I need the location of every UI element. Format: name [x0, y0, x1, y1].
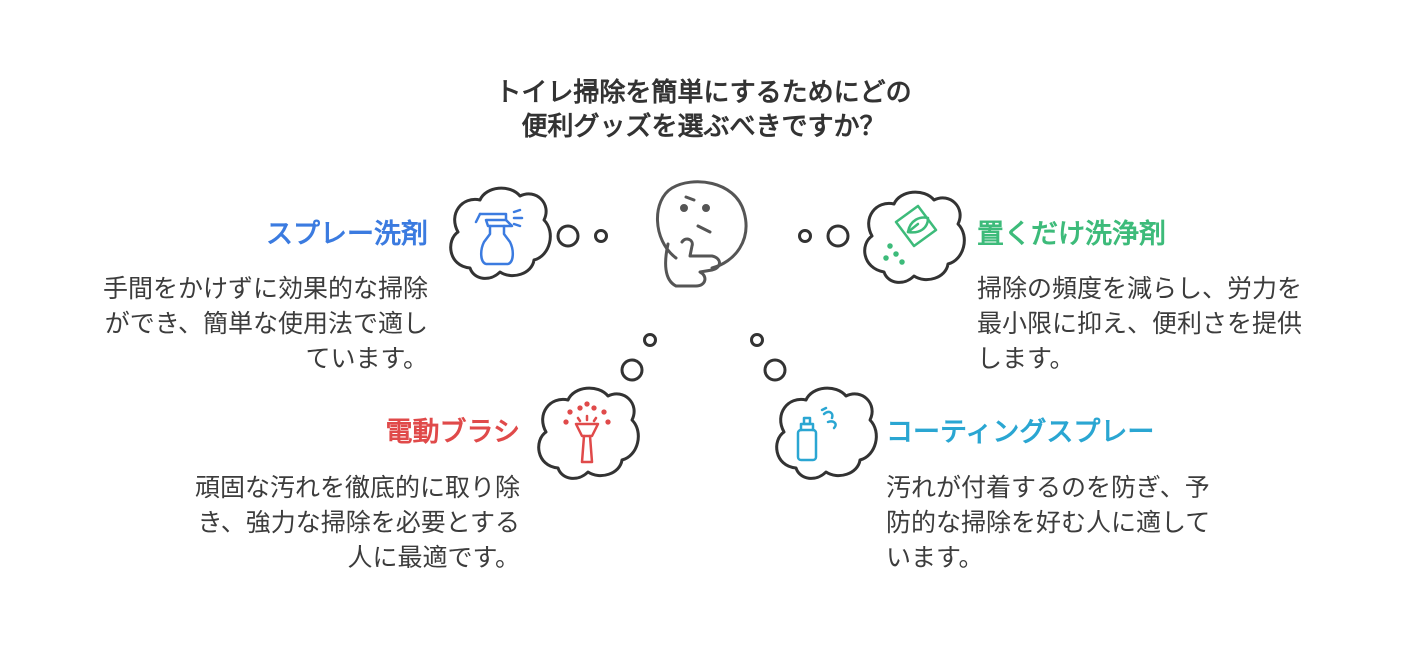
- desc-line: 防的な掃除を好む人に適して: [886, 508, 1211, 537]
- heading-spray-detergent: スプレー洗剤: [266, 219, 428, 250]
- desc-line: 手間をかけずに効果的な掃除: [102, 274, 428, 303]
- aerosol-can-icon: [796, 406, 837, 462]
- desc-line: います。: [886, 543, 984, 572]
- desc-electric-brush: 頑固な汚れを徹底的に取り除 き、強力な掃除を必要とする 人に最適です。: [195, 470, 520, 575]
- heading-electric-brush: 電動ブラシ: [385, 417, 520, 448]
- thinking-face-icon: [656, 180, 748, 288]
- desc-line: 最小限に抑え、便利さを提供: [977, 309, 1303, 338]
- desc-line: 掃除の頻度を減らし、労力を: [977, 274, 1303, 303]
- desc-line: します。: [977, 344, 1075, 373]
- electric-brush-icon: [563, 401, 611, 464]
- cloud-spray: [449, 186, 552, 280]
- leaf-packet-icon: [883, 204, 938, 265]
- desc-line: 人に最適です。: [347, 543, 520, 572]
- desc-line: ができ、簡単な使用法で適し: [104, 309, 428, 338]
- desc-line: 汚れが付着するのを防ぎ、予: [886, 473, 1210, 502]
- cloud-placer: [863, 190, 966, 284]
- desc-spray-detergent: 手間をかけずに効果的な掃除 ができ、簡単な使用法で適し ています。: [103, 271, 428, 376]
- desc-coating-spray: 汚れが付着するのを防ぎ、予 防的な掃除を好む人に適して います。: [886, 470, 1210, 575]
- spray-bottle-icon: [474, 208, 524, 266]
- desc-line: き、強力な掃除を必要とする: [197, 508, 520, 537]
- thought-dots: [556, 224, 850, 382]
- title-line-1: トイレ掃除を簡単にするためにどの: [495, 78, 912, 108]
- desc-line: 頑固な汚れを徹底的に取り除: [194, 473, 520, 502]
- desc-line: ています。: [305, 344, 428, 373]
- desc-toilet-placer: 掃除の頻度を減らし、労力を 最小限に抑え、便利さを提供 します。: [977, 271, 1302, 376]
- heading-toilet-placer: 置くだけ洗浄剤: [977, 219, 1166, 250]
- heading-coating-spray: コーティングスプレー: [886, 417, 1155, 448]
- cloud-brush: [537, 386, 640, 480]
- cloud-aerosol: [775, 386, 878, 480]
- title-line-2: 便利グッズを選ぶべきですか？: [521, 112, 886, 142]
- page-title: トイレ掃除を簡単にするためにどの 便利グッズを選ぶべきですか？: [0, 76, 1407, 144]
